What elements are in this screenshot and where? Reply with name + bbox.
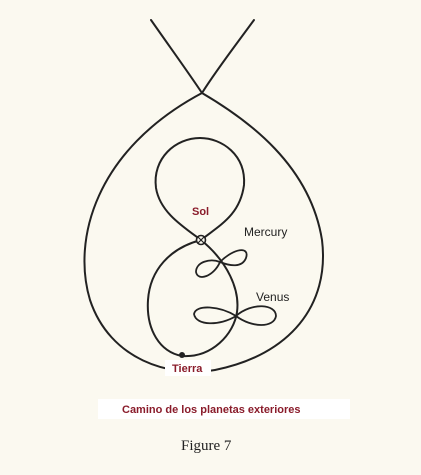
banner-box bbox=[98, 399, 350, 419]
mercury-label: Mercury bbox=[244, 225, 287, 239]
earth-upper-loop bbox=[154, 137, 246, 241]
banner-text: Camino de los planetas exteriores bbox=[122, 404, 301, 416]
figure-caption: Figure 7 bbox=[181, 438, 232, 454]
sol-marker bbox=[195, 234, 207, 246]
tierra-marker bbox=[179, 352, 185, 358]
mercury-path bbox=[195, 249, 248, 278]
outer-planets-path bbox=[83, 19, 324, 373]
venus-label: Venus bbox=[256, 290, 289, 304]
tierra-label-box bbox=[165, 360, 211, 376]
venus-path bbox=[193, 305, 277, 326]
sol-label: Sol bbox=[192, 206, 209, 218]
tierra-label: Tierra bbox=[172, 363, 203, 375]
